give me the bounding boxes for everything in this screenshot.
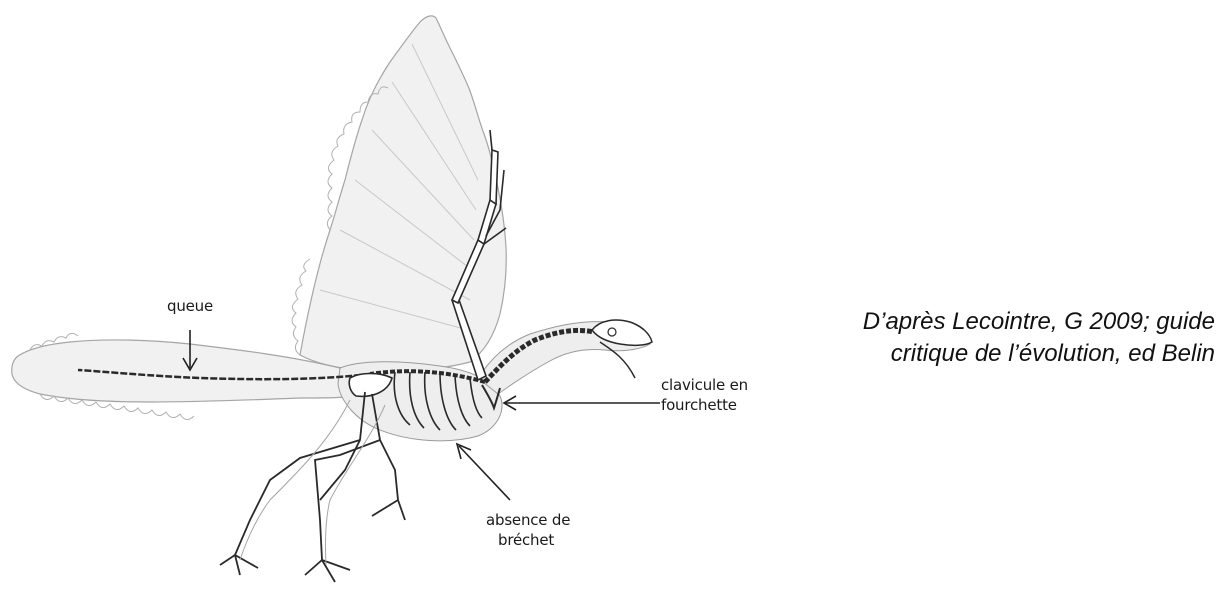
sternum-label-line2: bréchet	[486, 530, 606, 550]
clavicle-label-line2: fourchette	[661, 395, 801, 415]
tail-label: queue	[167, 296, 213, 316]
source-citation: D’après Lecointre, G 2009; guide critiqu…	[805, 306, 1215, 370]
clavicle-label: clavicule en fourchette	[661, 375, 801, 415]
clavicle-arrow	[504, 396, 660, 410]
sternum-arrow	[457, 444, 510, 500]
leg-flesh	[240, 400, 385, 565]
clavicle-label-line1: clavicule en	[661, 375, 801, 395]
tail-label-text: queue	[167, 297, 213, 315]
wing-feathers	[300, 16, 506, 371]
sternum-label: absence de bréchet	[486, 510, 606, 550]
sternum-label-line1: absence de	[486, 510, 606, 530]
